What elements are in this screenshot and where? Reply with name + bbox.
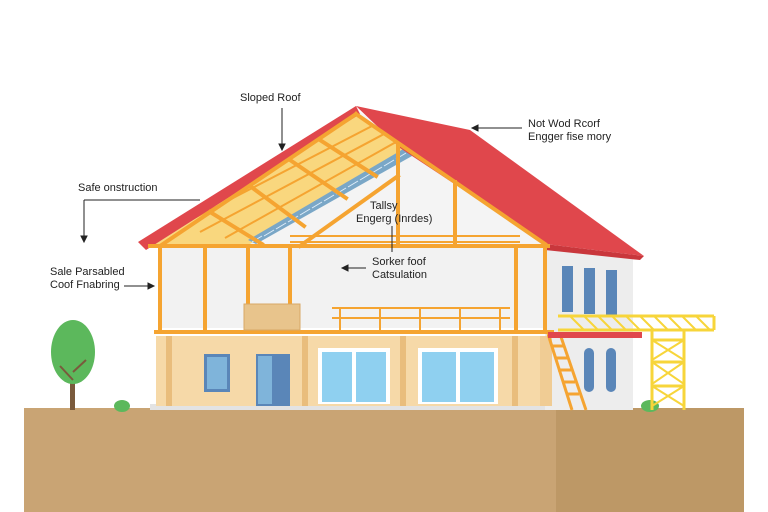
sliding-window bbox=[318, 348, 390, 404]
timber-frame bbox=[148, 111, 554, 334]
ground-right-shade bbox=[556, 408, 744, 512]
label-safe-parsabled-line1: Sale Parsabled bbox=[50, 266, 125, 278]
roof-eave-right bbox=[545, 244, 644, 260]
label-tallsy-line2: Engerg (Inrdes) bbox=[356, 213, 433, 225]
label-safe-parsabled: Sale Parsabled Coof Fnabring bbox=[50, 266, 125, 292]
bush-icon bbox=[114, 400, 130, 412]
balcony-railing bbox=[332, 307, 510, 330]
label-not-wood-roof: Not Wod Rcorf Engger fise mory bbox=[528, 118, 611, 144]
label-safe-parsabled-line2: Coof Fnabring bbox=[50, 279, 120, 291]
label-sorker-roof-line1: Sorker foof bbox=[372, 256, 426, 268]
side-window bbox=[606, 348, 616, 392]
ground-floor-columns bbox=[166, 336, 518, 406]
label-safe-construction: Safe onstruction bbox=[78, 182, 158, 194]
attic-railing bbox=[290, 235, 520, 243]
upper-floor-interior bbox=[160, 248, 545, 328]
label-sorker-roof: Sorker foof Catsulation bbox=[372, 256, 427, 282]
label-tallsy: Tallsy Engerg (Inrdes) bbox=[356, 200, 432, 226]
front-door-panel bbox=[258, 356, 272, 404]
label-not-wood-roof-line2: Engger fise mory bbox=[528, 131, 612, 143]
label-tallsy-line1: Tallsy bbox=[370, 200, 398, 212]
bush-icon bbox=[641, 400, 659, 412]
window-small-pane bbox=[207, 357, 227, 389]
pointer-lines bbox=[80, 108, 522, 290]
insulation-strips bbox=[174, 125, 397, 239]
side-window bbox=[606, 270, 617, 316]
side-window bbox=[584, 348, 594, 392]
sliding-window bbox=[418, 348, 498, 404]
side-window bbox=[562, 266, 573, 312]
beam-extension bbox=[548, 332, 642, 338]
ladder-icon bbox=[546, 333, 588, 411]
ground-floor-wall-right bbox=[540, 336, 552, 406]
scaffold-icon bbox=[558, 314, 716, 410]
sidewalk bbox=[150, 404, 555, 410]
material-stack bbox=[243, 303, 301, 331]
label-not-wood-roof-line1: Not Wod Rcorf bbox=[528, 118, 600, 130]
roof-left-edge bbox=[138, 106, 360, 250]
label-sorker-roof-line2: Catsulation bbox=[372, 269, 428, 281]
tree-icon bbox=[51, 320, 95, 410]
side-window bbox=[584, 268, 595, 314]
label-sloped-roof: Sloped Roof bbox=[240, 92, 301, 104]
roof-right-slope bbox=[356, 106, 644, 256]
